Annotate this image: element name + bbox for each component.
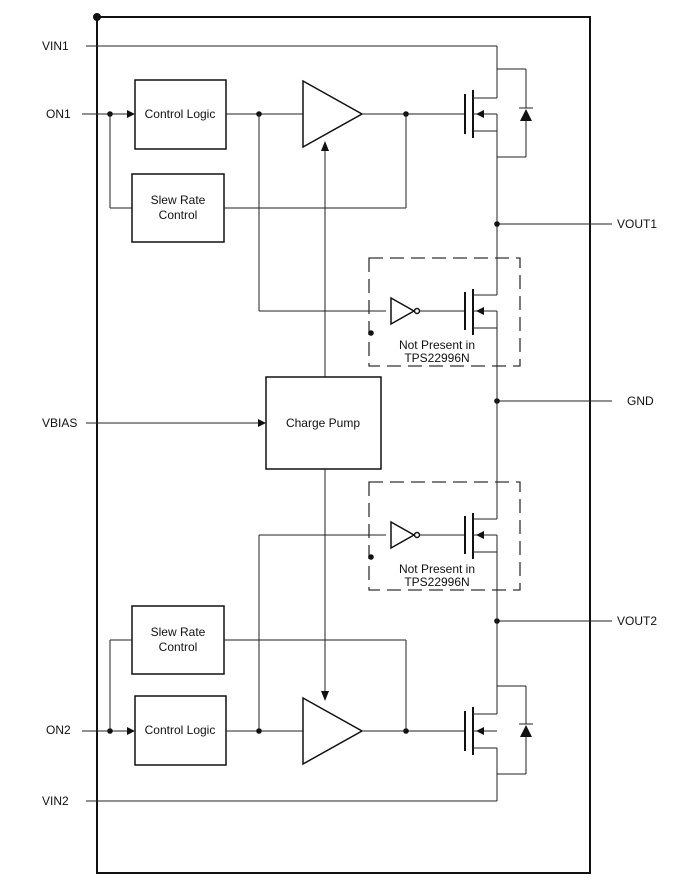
optional-discharge-region-1 xyxy=(368,257,521,367)
control-logic-1-block xyxy=(134,79,227,150)
pass-fet-2 xyxy=(464,707,498,755)
pin-label-vin1: VIN1 xyxy=(42,39,69,53)
charge-pump-block xyxy=(265,376,382,470)
pin-label-gnd: GND xyxy=(627,394,654,408)
optional-discharge-region-2 xyxy=(368,481,521,591)
discharge-fet-2 xyxy=(464,498,498,710)
pin-label-on1: ON1 xyxy=(46,107,71,121)
discharge-fet-1 xyxy=(464,280,498,498)
not-present-note-2-line2: TPS22996N xyxy=(404,575,469,589)
slew-rate-control-2-label-line2: Control xyxy=(159,640,198,654)
driver-amplifier-1 xyxy=(302,79,364,149)
not-present-note-2-line1: Not Present in xyxy=(399,562,475,576)
body-diode-2 xyxy=(497,685,533,775)
pin-label-on2: ON2 xyxy=(46,723,71,737)
slew-rate-control-1-label-line1: Slew Rate xyxy=(151,193,206,207)
ic-outline xyxy=(96,16,591,874)
pin-label-vbias: VBIAS xyxy=(42,416,77,430)
pin-label-vin2: VIN2 xyxy=(42,794,69,808)
charge-pump-label: Charge Pump xyxy=(286,416,360,430)
not-present-note-1-line1: Not Present in xyxy=(399,338,475,352)
inverter-1 xyxy=(390,296,416,326)
slew-rate-control-2-block xyxy=(131,605,225,675)
slew-rate-control-2-label-line1: Slew Rate xyxy=(151,625,206,639)
control-logic-2-label: Control Logic xyxy=(145,723,216,737)
inverter-2 xyxy=(390,520,416,550)
pass-fet-1 xyxy=(464,88,498,160)
slew-rate-control-1-label-line2: Control xyxy=(159,208,198,222)
control-logic-1-label: Control Logic xyxy=(145,107,216,121)
pin-label-vout1: VOUT1 xyxy=(617,217,657,231)
pin1-marker xyxy=(93,13,101,21)
not-present-note-1-line2: TPS22996N xyxy=(404,351,469,365)
control-logic-2-block xyxy=(134,695,227,766)
pin-label-vout2: VOUT2 xyxy=(617,614,657,628)
body-diode-1 xyxy=(497,68,533,158)
driver-amplifier-2 xyxy=(302,696,364,766)
